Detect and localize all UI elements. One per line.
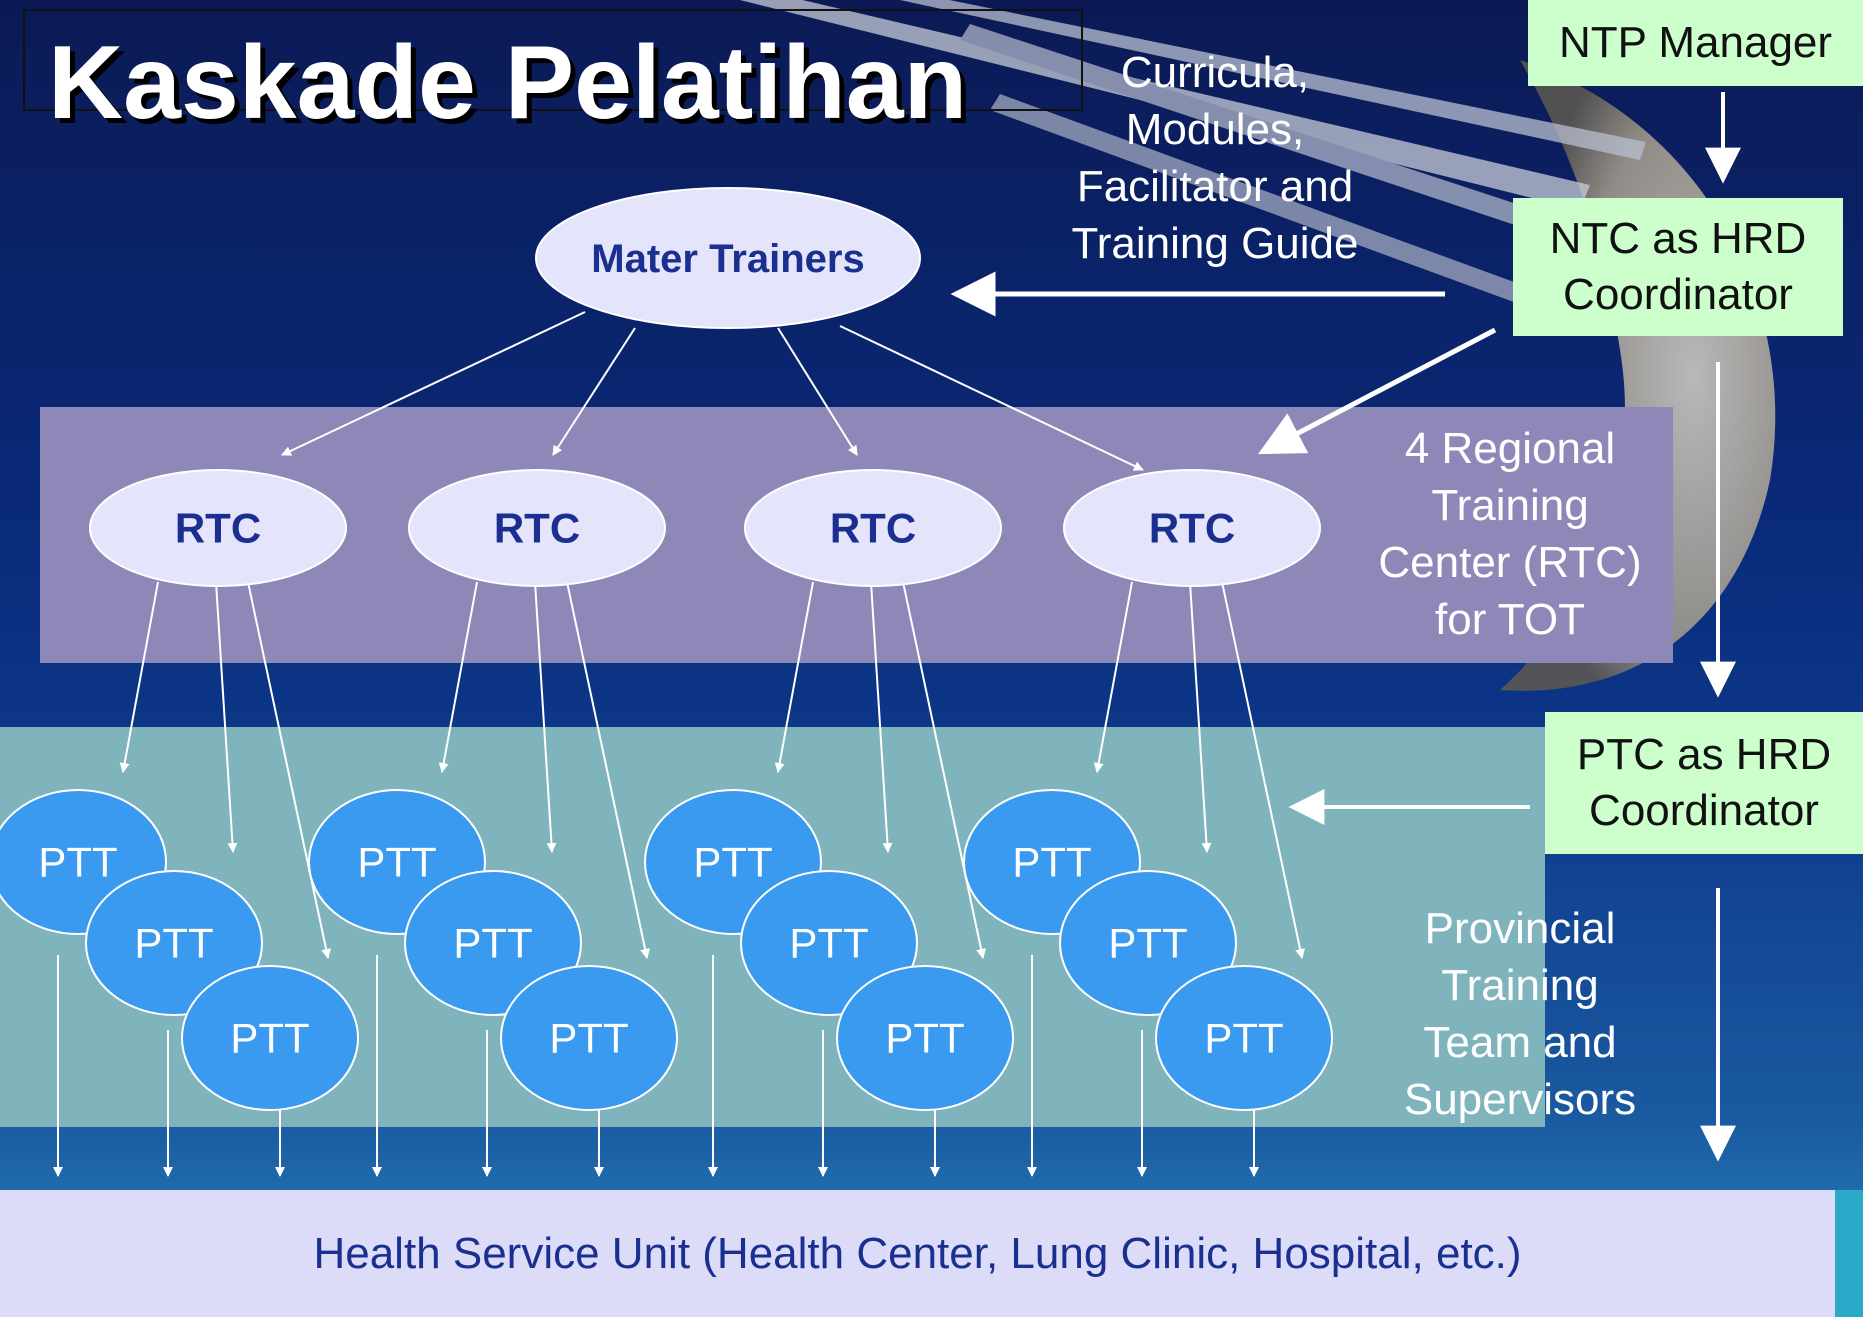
ptt-node-1-3: PTT	[181, 965, 359, 1111]
ptt-node-4-3-shape	[1155, 965, 1333, 1111]
arrow-master-to-rtc-4	[839, 325, 1144, 471]
rtc-node-3-label: RTC	[830, 505, 916, 552]
arrow-rtc-2-to-ptt-1	[438, 581, 478, 773]
arrow-rtc-4-to-ptt-1	[1093, 581, 1133, 773]
ptt-node-2-3: PTT	[500, 965, 678, 1111]
arrow-rtc-2-to-ptt-2	[534, 581, 557, 853]
arrow-ntc-to-rtc	[1258, 327, 1497, 455]
ntc-coordinator-box: NTC as HRD Coordinator	[1513, 198, 1843, 336]
provincial-training-label: Provincial Training Team and Supervisors	[1403, 904, 1637, 1124]
ptt-node-2-3-shape	[500, 965, 678, 1111]
rtc-node-4-label: RTC	[1149, 505, 1235, 552]
arrow-rtc-1-to-ptt-2	[215, 581, 238, 853]
ptt-node-4-3-label: PTT	[1204, 1015, 1283, 1062]
corner-accent	[1835, 1190, 1863, 1317]
health-service-unit-bar: Health Service Unit (Health Center, Lung…	[0, 1190, 1835, 1317]
title-frame	[23, 9, 1083, 111]
ntp-manager-box: NTP Manager	[1528, 0, 1863, 86]
page-title: Kaskade Pelatihan	[48, 25, 968, 141]
rtc-node-1: RTC	[89, 469, 347, 587]
rtc-node-3: RTC	[744, 469, 1002, 587]
rtc-node-4: RTC	[1063, 469, 1321, 587]
arrow-master-to-rtc-3	[777, 327, 858, 456]
ptt-node-2-3-label: PTT	[549, 1015, 628, 1062]
rtc-node-2-shape	[408, 469, 666, 587]
rtc-node-1-shape	[89, 469, 347, 587]
ptt-node-3-3-label: PTT	[885, 1015, 964, 1062]
arrow-rtc-1-to-ptt-3	[247, 581, 332, 959]
rtc-node-3-shape	[744, 469, 1002, 587]
ptt-node-1-1-label: PTT	[38, 839, 117, 886]
ptt-node-4-2-label: PTT	[1108, 920, 1187, 967]
ptt-node-4-1-label: PTT	[1012, 839, 1091, 886]
ptt-node-3-3-shape	[836, 965, 1014, 1111]
rtc-node-1-label: RTC	[175, 505, 261, 552]
arrow-rtc-3-to-ptt-3	[902, 581, 987, 959]
rtc-node-4-shape	[1063, 469, 1321, 587]
master-trainers-node: Mater Trainers	[535, 187, 921, 329]
ptt-node-1-3-label: PTT	[230, 1015, 309, 1062]
curricula-label: Curricula, Modules, Facilitator and Trai…	[1071, 48, 1359, 268]
ptt-node-3-1-label: PTT	[693, 839, 772, 886]
arrow-rtc-4-to-ptt-2	[1189, 581, 1212, 853]
arrow-rtc-2-to-ptt-3	[566, 581, 651, 959]
ptt-node-1-2-label: PTT	[134, 920, 213, 967]
ptt-node-3-3: PTT	[836, 965, 1014, 1111]
ptt-node-2-2-label: PTT	[453, 920, 532, 967]
arrow-master-to-rtc-1	[281, 311, 586, 456]
arrow-master-to-rtc-2	[552, 327, 636, 456]
ptt-node-1-3-shape	[181, 965, 359, 1111]
rtc-node-2-label: RTC	[494, 505, 580, 552]
regional-training-label: 4 Regional Training Center (RTC) for TOT	[1378, 424, 1642, 644]
ntc-coordinator-label: NTC as HRD Coordinator	[1549, 214, 1807, 319]
master-trainers-node-shape	[535, 187, 921, 329]
ptc-coordinator-label: PTC as HRD Coordinator	[1576, 730, 1832, 835]
master-trainers-node-label: Mater Trainers	[591, 237, 864, 281]
ptc-coordinator-box: PTC as HRD Coordinator	[1545, 712, 1863, 854]
arrow-rtc-1-to-ptt-1	[119, 581, 159, 773]
arrow-rtc-4-to-ptt-3	[1221, 581, 1306, 959]
rtc-node-2: RTC	[408, 469, 666, 587]
health-service-unit-label: Health Service Unit (Health Center, Lung…	[313, 1228, 1522, 1278]
arrow-rtc-3-to-ptt-1	[774, 581, 814, 773]
ptt-node-4-3: PTT	[1155, 965, 1333, 1111]
contrail-decoration	[740, 0, 1646, 330]
ptt-node-2-1-label: PTT	[357, 839, 436, 886]
ptt-node-3-2-label: PTT	[789, 920, 868, 967]
connector-layer	[53, 92, 1741, 1177]
arrow-rtc-3-to-ptt-2	[870, 581, 893, 853]
